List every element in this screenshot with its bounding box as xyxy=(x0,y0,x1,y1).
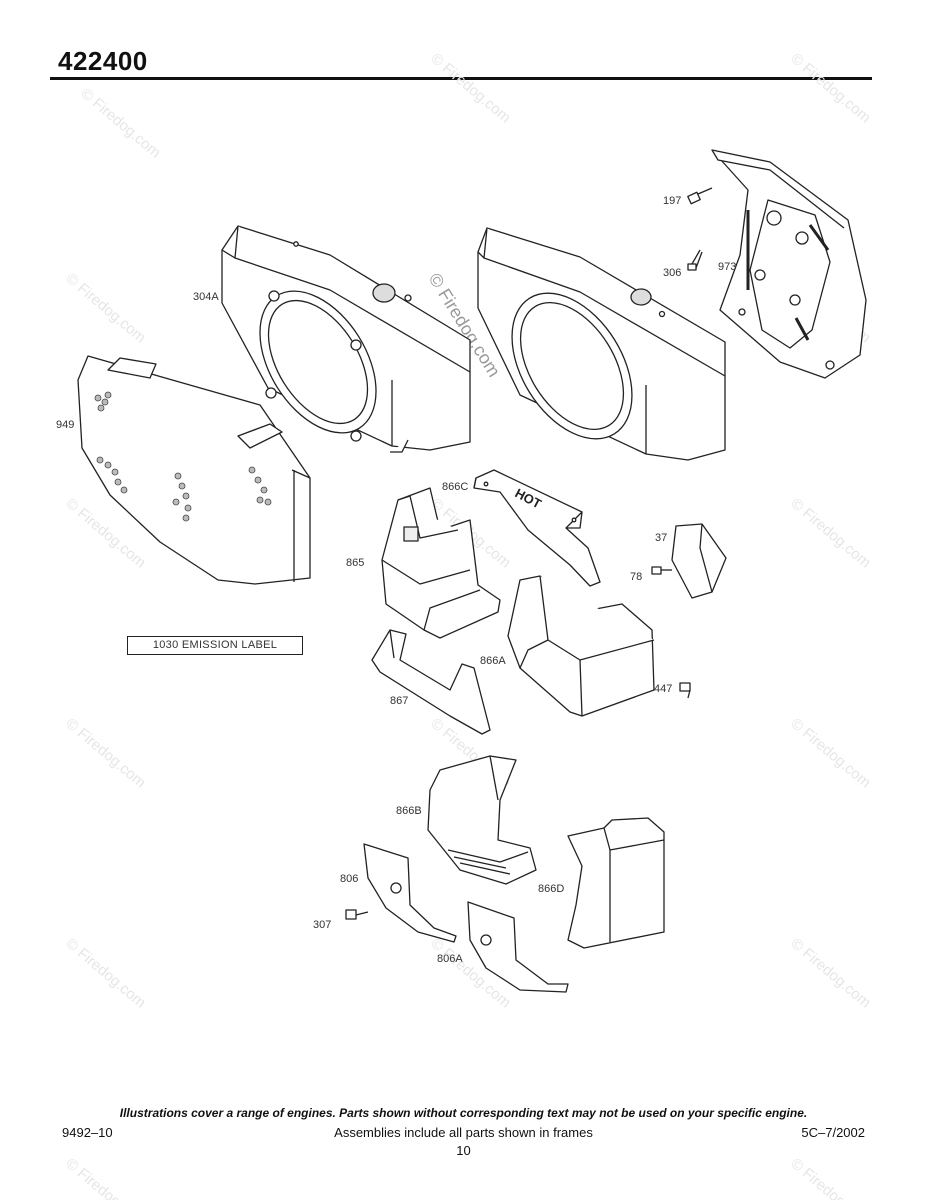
watermark-text: © Firedog.com xyxy=(62,270,148,346)
shroud-866d xyxy=(567,817,665,949)
callout-866a: 866A xyxy=(480,655,506,667)
callout-labels: 197 306 973 304A 949 866C 865 37 78 866A… xyxy=(56,195,736,965)
callout-197: 197 xyxy=(663,195,681,207)
callout-866b: 866B xyxy=(396,805,422,817)
screw-307 xyxy=(345,909,369,920)
shroud-866a xyxy=(507,575,655,717)
callout-37: 37 xyxy=(655,532,667,544)
screw-447 xyxy=(679,682,691,699)
footer-code: 9492–10 xyxy=(62,1125,113,1140)
watermark-text: © Firedog.com xyxy=(427,50,513,126)
callout-867: 867 xyxy=(390,695,408,707)
callout-306: 306 xyxy=(663,267,681,279)
watermark-text: © Firedog.com xyxy=(787,1155,873,1200)
callout-447: 447 xyxy=(654,683,672,695)
baffle-973 xyxy=(711,149,867,379)
bracket-867 xyxy=(371,629,491,735)
shroud-866b xyxy=(427,755,537,885)
callout-304a: 304A xyxy=(193,291,219,303)
footer-assemblies-note: Assemblies include all parts shown in fr… xyxy=(334,1125,593,1140)
watermark-text: © Firedog.com xyxy=(62,715,148,791)
screw-306 xyxy=(687,249,703,271)
shroud-865 xyxy=(381,487,501,639)
watermark-text: © Firedog.com xyxy=(62,935,148,1011)
callout-949: 949 xyxy=(56,419,74,431)
blower-housing-304a xyxy=(221,225,471,453)
watermark-text: © Firedog.com xyxy=(787,50,873,126)
model-number-heading: 422400 xyxy=(58,46,148,76)
callout-865: 865 xyxy=(346,557,364,569)
callout-78: 78 xyxy=(630,571,642,583)
shroud-806 xyxy=(363,843,457,943)
callout-307: 307 xyxy=(313,919,331,931)
footer-date-code: 5C–7/2002 xyxy=(801,1125,865,1140)
emission-label-box: 1030 EMISSION LABEL xyxy=(127,636,303,655)
blower-housing-middle xyxy=(477,227,726,461)
shroud-806a xyxy=(467,901,569,993)
header-rule xyxy=(50,77,872,80)
callout-866c: 866C xyxy=(442,481,468,493)
heat-shield-866c xyxy=(473,469,601,587)
bracket-37 xyxy=(671,523,727,599)
callout-866d: 866D xyxy=(538,883,564,895)
rotating-screen-949 xyxy=(77,355,311,585)
watermark-text: © Firedog.com xyxy=(787,935,873,1011)
callout-973: 973 xyxy=(718,261,736,273)
screw-197 xyxy=(687,187,713,205)
watermark-text: © Firedog.com xyxy=(787,715,873,791)
screw-78 xyxy=(651,566,672,575)
callout-806: 806 xyxy=(340,873,358,885)
watermark-text: © Firedog.com xyxy=(787,495,873,571)
page-number: 10 xyxy=(456,1143,471,1158)
watermark-text: © Firedog.com xyxy=(62,1155,148,1200)
watermark-text: © Firedog.com xyxy=(77,85,163,161)
footer-note: Illustrations cover a range of engines. … xyxy=(119,1106,808,1120)
callout-806a: 806A xyxy=(437,953,463,965)
